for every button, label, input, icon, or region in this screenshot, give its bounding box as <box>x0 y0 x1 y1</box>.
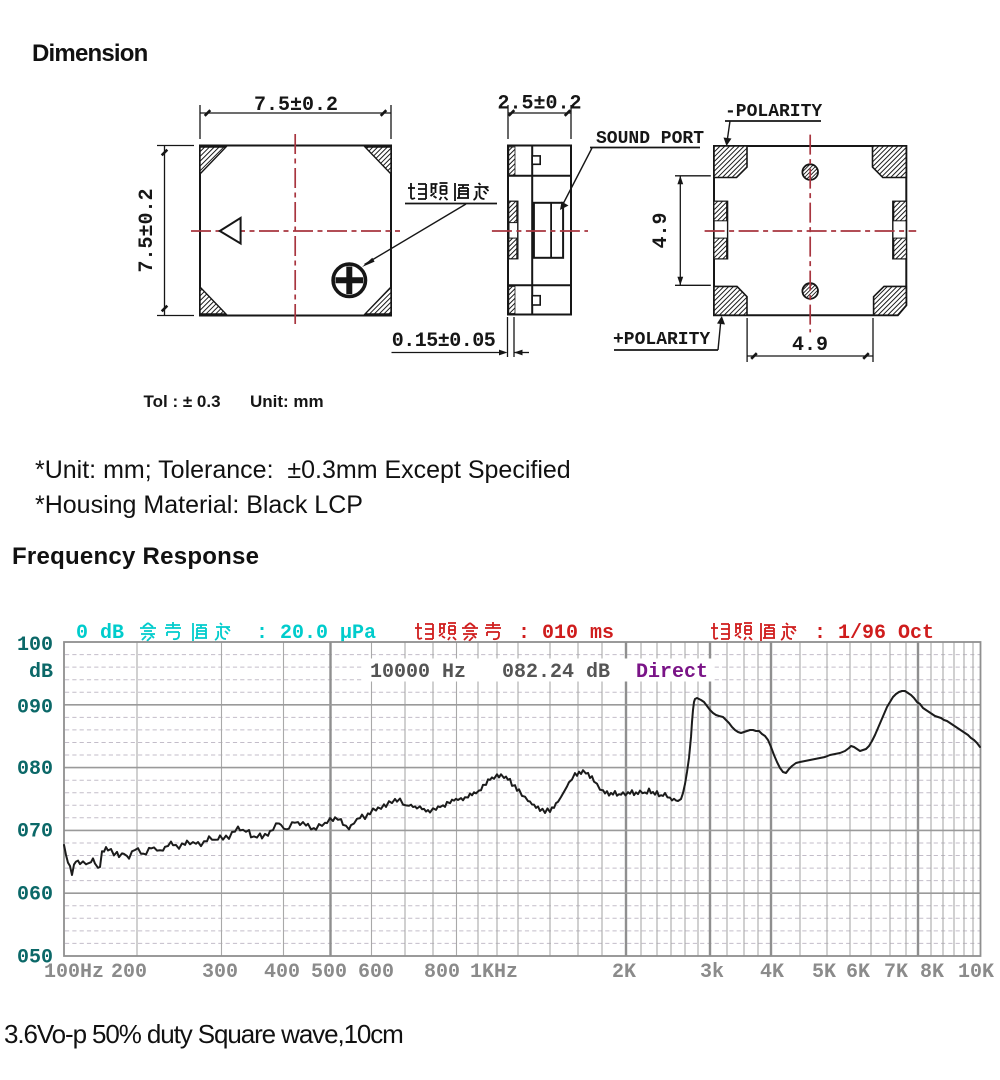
svg-text:: 1/96 Oct: : 1/96 Oct <box>814 622 934 645</box>
svg-text:080: 080 <box>17 758 53 781</box>
svg-text:: 20.0 µPa: : 20.0 µPa <box>256 622 376 645</box>
svg-text:6K: 6K <box>846 961 870 984</box>
svg-text:600: 600 <box>358 961 394 984</box>
svg-text:10000 Hz: 10000 Hz <box>370 661 466 684</box>
svg-text:2K: 2K <box>612 961 636 984</box>
svg-text:500: 500 <box>311 961 347 984</box>
svg-text:4.9: 4.9 <box>792 334 828 357</box>
svg-text:060: 060 <box>17 883 53 906</box>
svg-text:070: 070 <box>17 821 53 844</box>
svg-text:082.24 dB: 082.24 dB <box>502 661 610 684</box>
svg-text:10K: 10K <box>958 961 994 984</box>
svg-text:Tol : ± 0.3: Tol : ± 0.3 <box>144 392 221 411</box>
svg-text:Unit: mm: Unit: mm <box>250 392 324 411</box>
svg-text:1KHz: 1KHz <box>470 961 518 984</box>
svg-text:050: 050 <box>17 947 53 970</box>
svg-text:100Hz: 100Hz <box>44 961 104 984</box>
svg-text:2.5±0.2: 2.5±0.2 <box>497 93 581 116</box>
svg-text:4.9: 4.9 <box>650 212 673 248</box>
svg-text:7K: 7K <box>884 961 908 984</box>
svg-text:SOUND PORT: SOUND PORT <box>596 129 704 149</box>
svg-text:7.5±0.2: 7.5±0.2 <box>254 94 338 117</box>
svg-text:3k: 3k <box>700 961 724 984</box>
svg-text:4K: 4K <box>760 961 784 984</box>
svg-text:300: 300 <box>202 961 238 984</box>
svg-text:400: 400 <box>264 961 300 984</box>
svg-text:7.5±0.2: 7.5±0.2 <box>136 188 159 272</box>
svg-text:100: 100 <box>17 634 53 657</box>
svg-text:0.15±0.05: 0.15±0.05 <box>392 330 496 353</box>
svg-text:800: 800 <box>424 961 460 984</box>
svg-text:: 010 ms: : 010 ms <box>518 622 614 645</box>
svg-text:-POLARITY: -POLARITY <box>725 102 822 122</box>
svg-text:200: 200 <box>111 961 147 984</box>
svg-text:Direct: Direct <box>636 661 708 684</box>
svg-text:0 dB: 0 dB <box>76 622 124 645</box>
svg-text:dB: dB <box>29 661 53 684</box>
svg-text:8K: 8K <box>920 961 944 984</box>
svg-text:+POLARITY: +POLARITY <box>613 330 710 350</box>
svg-text:090: 090 <box>17 697 53 720</box>
svg-text:5K: 5K <box>812 961 836 984</box>
